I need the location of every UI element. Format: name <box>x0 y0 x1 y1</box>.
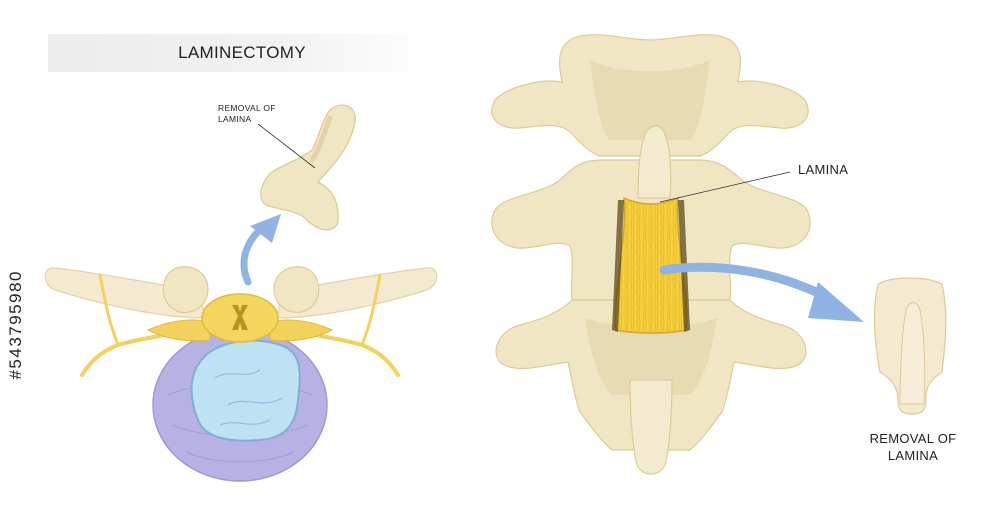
removal-arrow-right <box>659 262 837 305</box>
left-removal-label-line1: REMOVAL OF <box>218 103 276 113</box>
grey-matter <box>232 305 248 330</box>
page-title: LAMINECTOMY <box>48 34 436 72</box>
herniated-nucleus <box>190 339 301 442</box>
right-facet <box>273 266 320 313</box>
left-facet <box>162 266 209 313</box>
left-removal-label-line2: LAMINA <box>218 114 252 124</box>
right-removal-label-line2: LAMINA <box>887 448 939 463</box>
right-removal-label: REMOVAL OF LAMINA <box>868 430 958 464</box>
left-removal-label: REMOVAL OF LAMINA <box>218 103 276 125</box>
lower-spinous-process <box>629 379 673 475</box>
axial-vertebra <box>44 214 438 482</box>
leader-line-lamina <box>659 171 791 203</box>
lamina-label: LAMINA <box>798 162 849 177</box>
upper-spinous-process <box>637 125 672 199</box>
right-removal-label-line1: REMOVAL OF <box>869 431 957 446</box>
posterior-spine <box>491 34 864 475</box>
removal-arrow-left <box>240 224 266 286</box>
removed-lamina-piece-right <box>873 277 947 415</box>
left-transverse-process <box>44 267 206 319</box>
leader-line-left <box>257 123 316 169</box>
right-transverse-process <box>276 267 438 319</box>
